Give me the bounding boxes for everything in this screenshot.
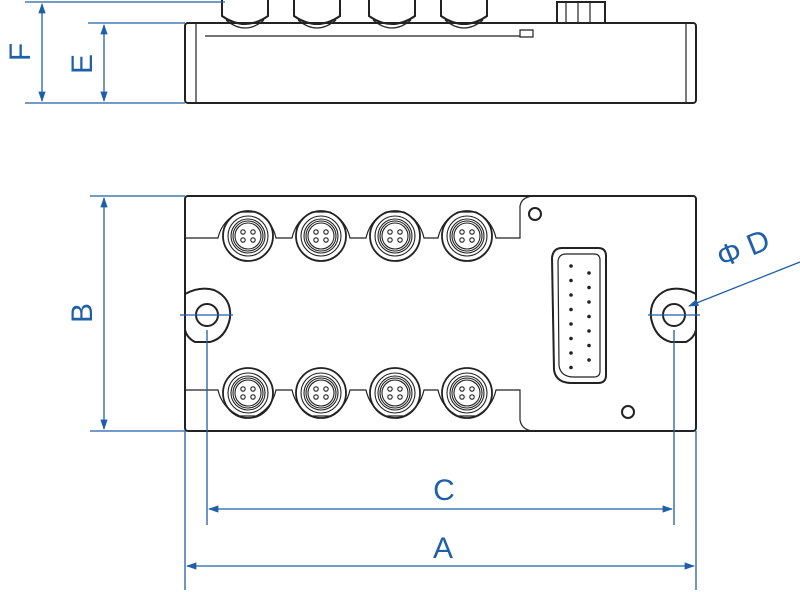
- side-connector-4: [440, 0, 488, 29]
- dimension-E: E: [66, 22, 185, 103]
- label-F: F: [4, 43, 37, 61]
- subd-pin: [569, 278, 573, 283]
- side-connector-1: [221, 0, 269, 29]
- connector-top-2: [295, 210, 347, 262]
- side-view: [184, 0, 697, 104]
- subd-pin: [587, 329, 591, 333]
- subd-pin: [587, 314, 591, 319]
- connector-top-1: [222, 210, 274, 262]
- left-mounting-ear: [184, 287, 232, 343]
- subd-pin: [569, 336, 573, 341]
- top-screw: [528, 207, 542, 221]
- subd-pin: [587, 285, 591, 290]
- bottom-screw: [621, 405, 635, 419]
- label-A: A: [433, 532, 453, 565]
- side-connector-2: [293, 0, 341, 29]
- label-C: C: [433, 474, 455, 507]
- subd-pin: [569, 293, 573, 297]
- connector-top-3: [369, 210, 421, 262]
- subd-pin: [587, 358, 591, 362]
- connector-bottom-2: [295, 367, 347, 419]
- subd-connector: [550, 247, 607, 384]
- dimension-A: A: [184, 431, 697, 590]
- connector-bottom-1: [222, 367, 274, 419]
- dimension-B: B: [66, 195, 185, 432]
- side-view-body: [184, 22, 697, 104]
- subd-pin: [569, 307, 573, 312]
- subd-pin: [569, 365, 573, 370]
- label-B: B: [66, 303, 99, 323]
- connector-bottom-3: [369, 367, 421, 419]
- subd-pin: [569, 351, 573, 355]
- top-view-body: [184, 195, 697, 432]
- right-mounting-ear: [649, 287, 697, 343]
- connector-bottom-4: [441, 367, 493, 419]
- connector-top-4: [441, 210, 493, 262]
- subd-pin: [587, 343, 591, 348]
- dimension-F: F: [4, 1, 225, 104]
- side-subd: [556, 1, 606, 24]
- subd-pin: [569, 264, 573, 268]
- subd-pins: [569, 264, 591, 370]
- subd-pin: [587, 300, 591, 304]
- side-connector-3: [368, 0, 416, 29]
- dimension-C: C: [206, 330, 675, 525]
- label-D: Φ D: [712, 224, 774, 275]
- circular-connectors: [222, 210, 493, 419]
- subd-pin: [587, 271, 591, 275]
- top-view: [184, 195, 697, 432]
- label-E: E: [66, 54, 99, 74]
- subd-pin: [569, 322, 573, 326]
